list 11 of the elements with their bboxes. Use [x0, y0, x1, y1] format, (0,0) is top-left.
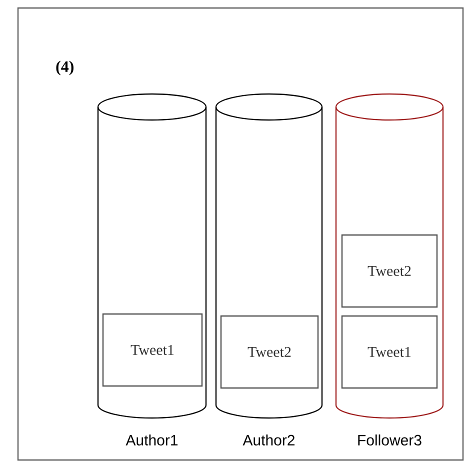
- tweet-box: Tweet2: [220, 315, 319, 389]
- tweet-box: Tweet1: [102, 313, 203, 387]
- cylinder-label: Author2: [242, 434, 295, 446]
- tweet-box: Tweet2: [341, 234, 438, 308]
- panel-number: (4): [56, 60, 74, 76]
- tweet-box: Tweet1: [341, 315, 438, 389]
- cylinder-label: Follower3: [358, 434, 422, 446]
- cylinder: [335, 93, 444, 419]
- cylinder: [215, 93, 323, 419]
- cylinder-label: Author1: [126, 434, 178, 446]
- cylinder: [97, 93, 207, 419]
